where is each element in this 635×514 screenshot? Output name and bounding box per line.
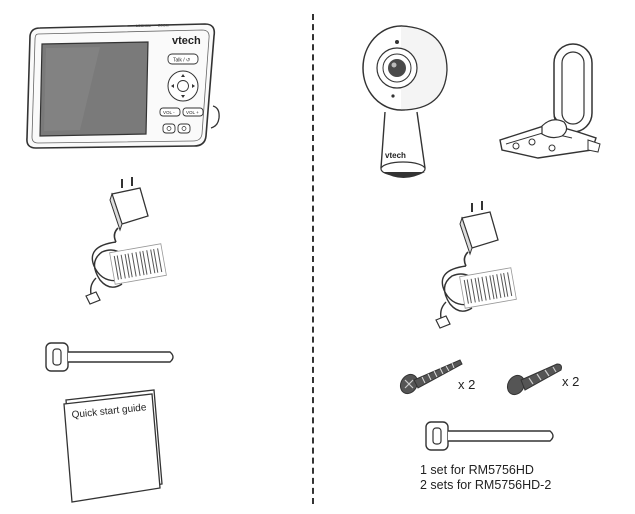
- column-divider: [312, 14, 314, 504]
- monitor-cable-tie-illustration: [45, 342, 174, 372]
- power-button: [162, 123, 176, 134]
- baby-camera-illustration: vtech: [362, 25, 448, 178]
- set-quantity-note: 1 set for RM5756HD 2 sets for RM5756HD-2: [420, 463, 551, 493]
- monitor-top-label-1: LOCKSM: [136, 24, 151, 28]
- wall-mount-bracket-illustration: [499, 43, 601, 159]
- parent-monitor-illustration: vtech LOCKSM ZOOM Talk / ↺ VOL - VOL +: [26, 23, 220, 149]
- talk-button: [167, 53, 199, 65]
- screw-quantity: x 2: [458, 377, 476, 392]
- dpad-center-button: [177, 80, 189, 92]
- camera-brand-logo: vtech: [385, 151, 406, 160]
- vol-up-button: [182, 107, 204, 117]
- camera-power-adapter-illustration: [435, 201, 517, 329]
- home-button: [177, 123, 191, 134]
- monitor-brand-logo: vtech: [172, 35, 201, 47]
- monitor-power-adapter-illustration: [85, 177, 167, 305]
- wall-anchor-illustration: [506, 363, 562, 396]
- set-note-line-2: 2 sets for RM5756HD-2: [420, 478, 552, 492]
- vol-up-label: VOL +: [186, 110, 199, 115]
- quick-start-guide-illustration: Quick start guide: [63, 389, 163, 503]
- camera-cable-tie-illustration: [425, 421, 554, 451]
- anchor-quantity: x 2: [562, 374, 580, 389]
- set-note-line-1: 1 set for RM5756HD: [420, 463, 534, 477]
- monitor-top-label-2: ZOOM: [158, 24, 169, 28]
- screw-illustration: [399, 359, 463, 395]
- vol-down-button: [159, 107, 181, 117]
- talk-button-label: Talk / ↺: [173, 58, 190, 64]
- vol-down-label: VOL -: [163, 110, 175, 115]
